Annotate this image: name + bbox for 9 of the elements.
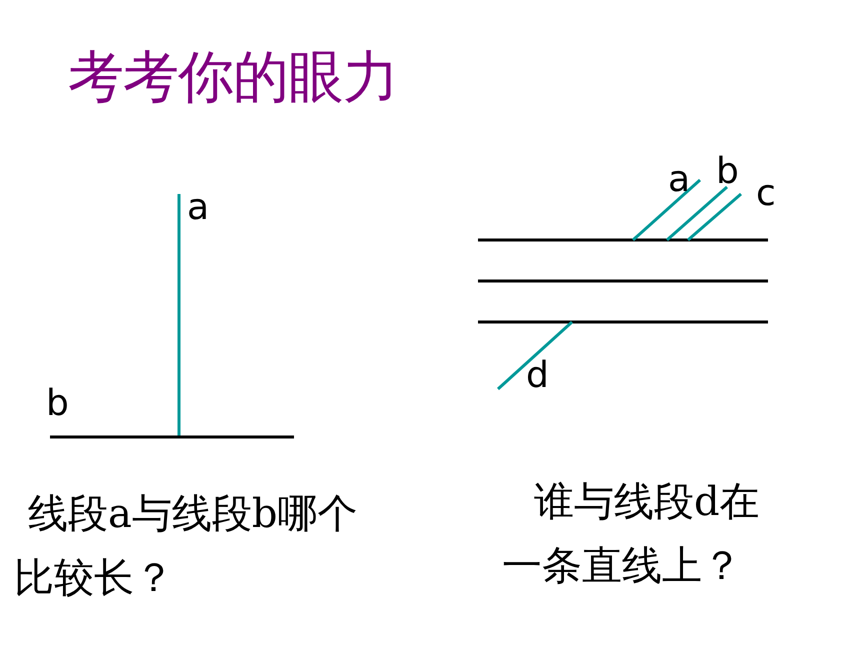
segment-label: d	[526, 358, 549, 394]
segment-label: b	[46, 386, 69, 422]
title: 考考你的眼力	[68, 50, 398, 106]
question-text: 线段a与线段b哪个比较长？	[14, 490, 358, 603]
segment-label: a	[668, 162, 690, 198]
segment-label: c	[756, 176, 776, 212]
segment-label: b	[716, 154, 739, 190]
segment-label: a	[187, 190, 210, 226]
question-text: 谁与线段d在一条直线上？	[502, 478, 761, 591]
